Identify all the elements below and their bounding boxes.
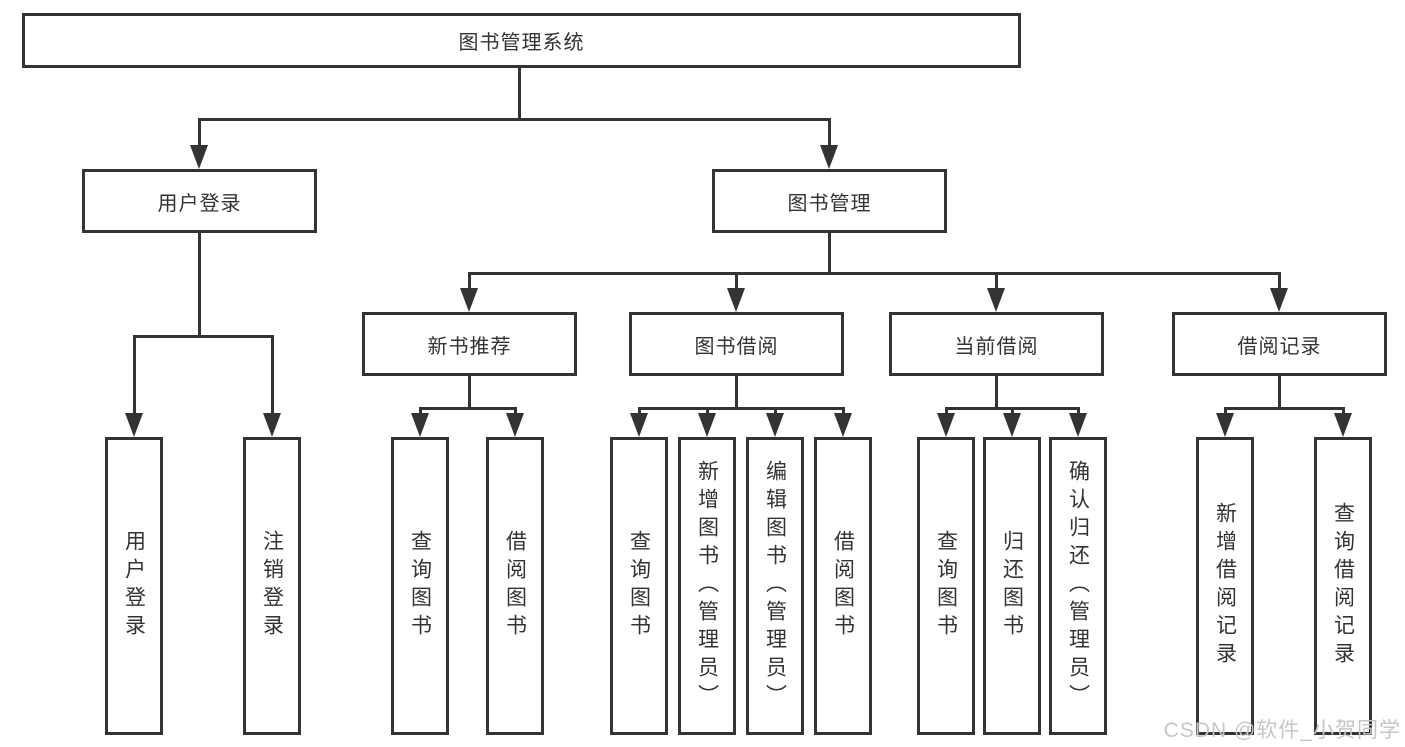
connector-line xyxy=(468,376,471,407)
connector-line xyxy=(1011,407,1014,415)
arrowhead-down-icon xyxy=(1069,413,1087,437)
arrowhead-down-icon xyxy=(937,413,955,437)
arrowhead-down-icon xyxy=(727,288,745,312)
leaf-label: 用户登录 xyxy=(122,530,146,642)
leaf-label: 查询图书 xyxy=(934,530,958,642)
node-label: 图书管理系统 xyxy=(458,32,585,54)
connector-line xyxy=(198,233,201,335)
connector-line xyxy=(1278,376,1281,407)
arrowhead-down-icon xyxy=(411,413,429,437)
leaf-query-book-current: 查询图书 xyxy=(917,437,975,735)
leaf-add-book-admin: 新增图书（管理员） xyxy=(678,437,736,735)
connector-line xyxy=(995,376,998,407)
leaf-edit-book-admin: 编辑图书（管理员） xyxy=(746,437,804,735)
leaf-label: 注销登录 xyxy=(260,530,284,642)
node-new-book-recommend: 新书推荐 xyxy=(362,312,577,376)
leaf-label: 借阅图书 xyxy=(831,530,855,642)
arrowhead-down-icon xyxy=(1216,413,1234,437)
leaf-label: 查询借阅记录 xyxy=(1331,502,1355,670)
connector-line xyxy=(271,335,274,413)
node-borrow-records: 借阅记录 xyxy=(1172,312,1387,376)
node-user-login: 用户登录 xyxy=(82,169,317,233)
connector-line xyxy=(419,407,517,410)
leaf-query-book-borrow: 查询图书 xyxy=(610,437,668,735)
connector-line xyxy=(735,376,738,407)
leaf-label: 查询图书 xyxy=(408,530,432,642)
connector-line xyxy=(945,407,948,415)
leaf-query-borrow-record: 查询借阅记录 xyxy=(1314,437,1372,735)
node-label: 图书借阅 xyxy=(694,335,779,358)
connector-line xyxy=(514,407,517,415)
connector-line xyxy=(1077,407,1080,415)
arrowhead-down-icon xyxy=(1270,288,1288,312)
leaf-label: 新增图书（管理员） xyxy=(695,460,719,712)
connector-line xyxy=(468,272,1280,275)
connector-line xyxy=(706,407,709,415)
node-label: 借阅记录 xyxy=(1237,335,1322,358)
leaf-confirm-return-admin: 确认归还（管理员） xyxy=(1049,437,1107,735)
connector-line xyxy=(468,272,471,288)
connector-line xyxy=(1278,272,1281,288)
node-label: 用户登录 xyxy=(157,192,242,215)
arrowhead-down-icon xyxy=(1334,413,1352,437)
leaf-return-book: 归还图书 xyxy=(983,437,1041,735)
arrowhead-down-icon xyxy=(834,413,852,437)
connector-line xyxy=(842,407,845,415)
node-root-system: 图书管理系统 xyxy=(22,13,1021,68)
leaf-label: 查询图书 xyxy=(627,530,651,642)
node-book-borrow: 图书借阅 xyxy=(629,312,844,376)
leaf-add-borrow-record: 新增借阅记录 xyxy=(1196,437,1254,735)
node-label: 新书推荐 xyxy=(427,335,512,358)
arrowhead-down-icon xyxy=(766,413,784,437)
arrowhead-down-icon xyxy=(820,145,838,169)
leaf-logout: 注销登录 xyxy=(243,437,301,735)
leaf-label: 确认归还（管理员） xyxy=(1066,460,1090,712)
arrowhead-down-icon xyxy=(506,413,524,437)
leaf-label: 归还图书 xyxy=(1000,530,1024,642)
connector-line xyxy=(638,407,641,415)
connector-line xyxy=(1224,407,1227,415)
arrowhead-down-icon xyxy=(190,145,208,169)
node-current-borrow: 当前借阅 xyxy=(889,312,1104,376)
leaf-borrow-book: 借阅图书 xyxy=(814,437,872,735)
arrowhead-down-icon xyxy=(987,288,1005,312)
arrowhead-down-icon xyxy=(263,413,281,437)
connector-line xyxy=(1224,407,1345,410)
connector-line xyxy=(198,118,201,145)
connector-line xyxy=(735,272,738,288)
leaf-borrow-book-recommend: 借阅图书 xyxy=(486,437,544,735)
connector-line xyxy=(828,118,831,145)
connector-line xyxy=(419,407,422,415)
connector-line xyxy=(1342,407,1345,415)
arrowhead-down-icon xyxy=(630,413,648,437)
arrowhead-down-icon xyxy=(698,413,716,437)
connector-line xyxy=(198,118,831,121)
node-book-management: 图书管理 xyxy=(712,169,947,233)
csdn-watermark: CSDN @软件_小贺同学 xyxy=(1163,719,1401,742)
node-label: 图书管理 xyxy=(787,192,872,215)
connector-line xyxy=(133,335,274,338)
connector-line xyxy=(828,233,831,272)
connector-line xyxy=(995,272,998,288)
leaf-label: 编辑图书（管理员） xyxy=(763,460,787,712)
leaf-label: 借阅图书 xyxy=(503,530,527,642)
leaf-label: 新增借阅记录 xyxy=(1213,502,1237,670)
connector-line xyxy=(518,68,521,118)
node-label: 当前借阅 xyxy=(954,335,1039,358)
connector-line xyxy=(133,335,136,413)
arrowhead-down-icon xyxy=(1003,413,1021,437)
leaf-user-login: 用户登录 xyxy=(105,437,163,735)
connector-line xyxy=(638,407,845,410)
arrowhead-down-icon xyxy=(125,413,143,437)
leaf-query-book-recommend: 查询图书 xyxy=(391,437,449,735)
connector-line xyxy=(774,407,777,415)
arrowhead-down-icon xyxy=(460,288,478,312)
